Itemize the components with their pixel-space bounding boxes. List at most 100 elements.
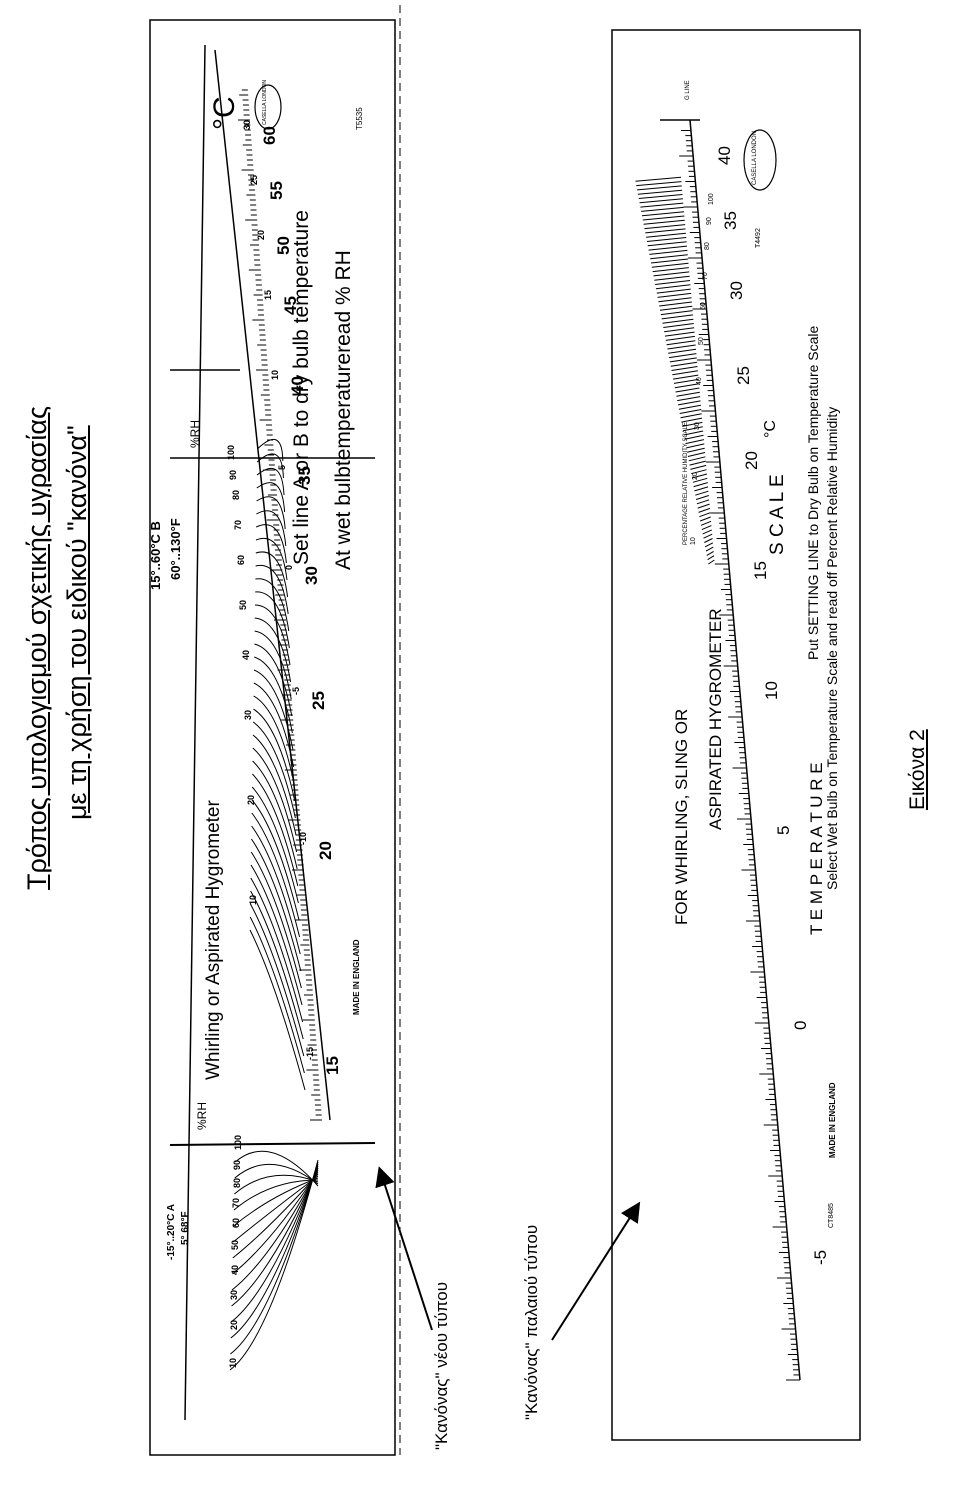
old-rh-number: 30 [694,422,701,430]
old-ruler-rh-scale-label: PERCENTAGE RELATIVE HUMIDITY SCALE [683,421,689,545]
old-ruler-rh-tick [673,374,699,380]
old-ruler-rh-tick [707,555,715,561]
new-minor-number: -5 [291,686,301,695]
old-ruler-rh-tick [644,224,686,230]
old-rh-number: 10 [690,537,697,545]
rh-curve [255,591,290,649]
old-ruler-rh-tick [647,241,687,247]
new-minor-number: 30 [242,119,252,130]
new-ruler-frame [149,19,396,1456]
new-scale-number: 15 [323,1056,342,1075]
old-ruler-rh-tick [667,344,696,350]
old-ruler-rh-tick [686,447,705,453]
old-ruler-rh-tick [706,550,714,556]
new-scale-number: 50 [274,236,293,255]
old-rh-number: 80 [704,242,711,250]
old-ruler-scale-word: S C A L E [767,474,788,555]
rh-left-curve [230,1165,319,1323]
old-temp-number: 20 [741,451,761,470]
old-ruler-instruction-2: Select Wet Bulb on Temperature Scale and… [824,406,840,890]
old-ruler-rh-tick [653,271,690,277]
rh-curve [251,812,301,938]
rh-left-curve [232,1175,319,1243]
old-ruler-rh-tick [666,340,696,346]
old-ruler-rh-tick [655,280,691,285]
rh-left-curve [234,1164,319,1185]
new-rh-number: 80 [230,489,241,500]
new-rh-left-number: 90 [232,1159,242,1170]
old-rh-number: 50 [698,337,705,345]
casella-logo-old [743,129,777,191]
old-rh-number: 100 [708,193,715,205]
old-ruler-rh-tick [668,353,697,359]
old-ruler-rh-tick [654,275,690,281]
old-ruler-rh-tick [659,305,693,311]
new-ruler-rh-curves [249,438,306,1091]
new-ruler-code: T5535 [355,107,364,130]
old-ruler-rh-tick [642,215,685,221]
rh-curve [256,482,286,513]
rh-left-curve [233,1177,319,1227]
rh-curve [250,877,304,1023]
old-ruler-rh-tick [691,473,708,479]
old-ruler-rh-tick [699,512,711,518]
rh-curve [252,721,296,819]
rh-curve [249,903,305,1057]
rh-curve [256,467,285,496]
old-ruler-rh-tick [664,331,695,337]
old-ruler-rh-tick [677,400,701,406]
old-temp-number: -5 [811,1249,831,1265]
old-ruler-ticks [679,130,800,1381]
old-temp-number: 35 [720,211,740,230]
old-ruler-logo-text: CASELLA LONDON [752,130,758,185]
old-ruler-rh-tick [650,258,689,264]
new-rh-number: 30 [243,709,253,720]
casella-logo-new [254,84,282,130]
old-ruler-rh-tick [694,486,709,492]
rh-curve [251,825,301,955]
old-ruler-rh-tick [640,202,684,208]
old-ruler-rh-tick [683,430,704,436]
line-a-label: -15°..20°C A [166,1204,177,1260]
rh-curve [253,669,294,751]
rh-curve [251,786,299,904]
new-scale-number: 35 [295,466,314,485]
old-ruler-rh-tick [649,249,688,255]
old-ruler-unit: °C [762,420,779,438]
old-ruler-rh-tick [693,482,708,488]
rh-curve [253,695,295,785]
old-ruler-rh-tick [663,323,694,328]
old-ruler-rh-tick [646,232,686,238]
old-ruler-rh-tick [695,490,709,496]
old-ruler-rh-tick [675,387,700,393]
old-ruler-rh-tick [681,417,703,423]
rh-curve [255,578,290,632]
rh-curve [250,890,304,1040]
old-ruler-rh-ticks [635,176,715,565]
old-rh-number: 40 [696,377,703,385]
rh-left-curve [231,1167,319,1307]
old-temp-number: 15 [751,561,771,580]
new-rh-number: 100 [225,444,236,460]
rh-curve [254,617,292,683]
rh-curve [254,656,293,734]
new-rh-number: 10 [248,894,258,905]
rh-left-curve [232,1173,319,1259]
old-ruler-rh-tick [685,439,705,445]
new-rh-number: 40 [240,649,251,660]
rh-curve [256,510,287,547]
new-minor-number: -10 [298,831,308,845]
old-ruler-rh-tick [682,421,703,427]
old-temp-number: 0 [790,1020,810,1030]
old-ruler-rh-tick [641,206,684,212]
rh-curve [256,496,286,530]
new-scale-number: 55 [267,181,286,200]
old-ruler-rh-tick [660,310,693,316]
rh-curve [256,453,284,479]
rh-curve [254,643,293,717]
new-rh-left-number: 30 [229,1289,239,1300]
rh-curve [253,682,295,768]
rh-curve [254,604,291,666]
arrow-new [375,1166,433,1331]
